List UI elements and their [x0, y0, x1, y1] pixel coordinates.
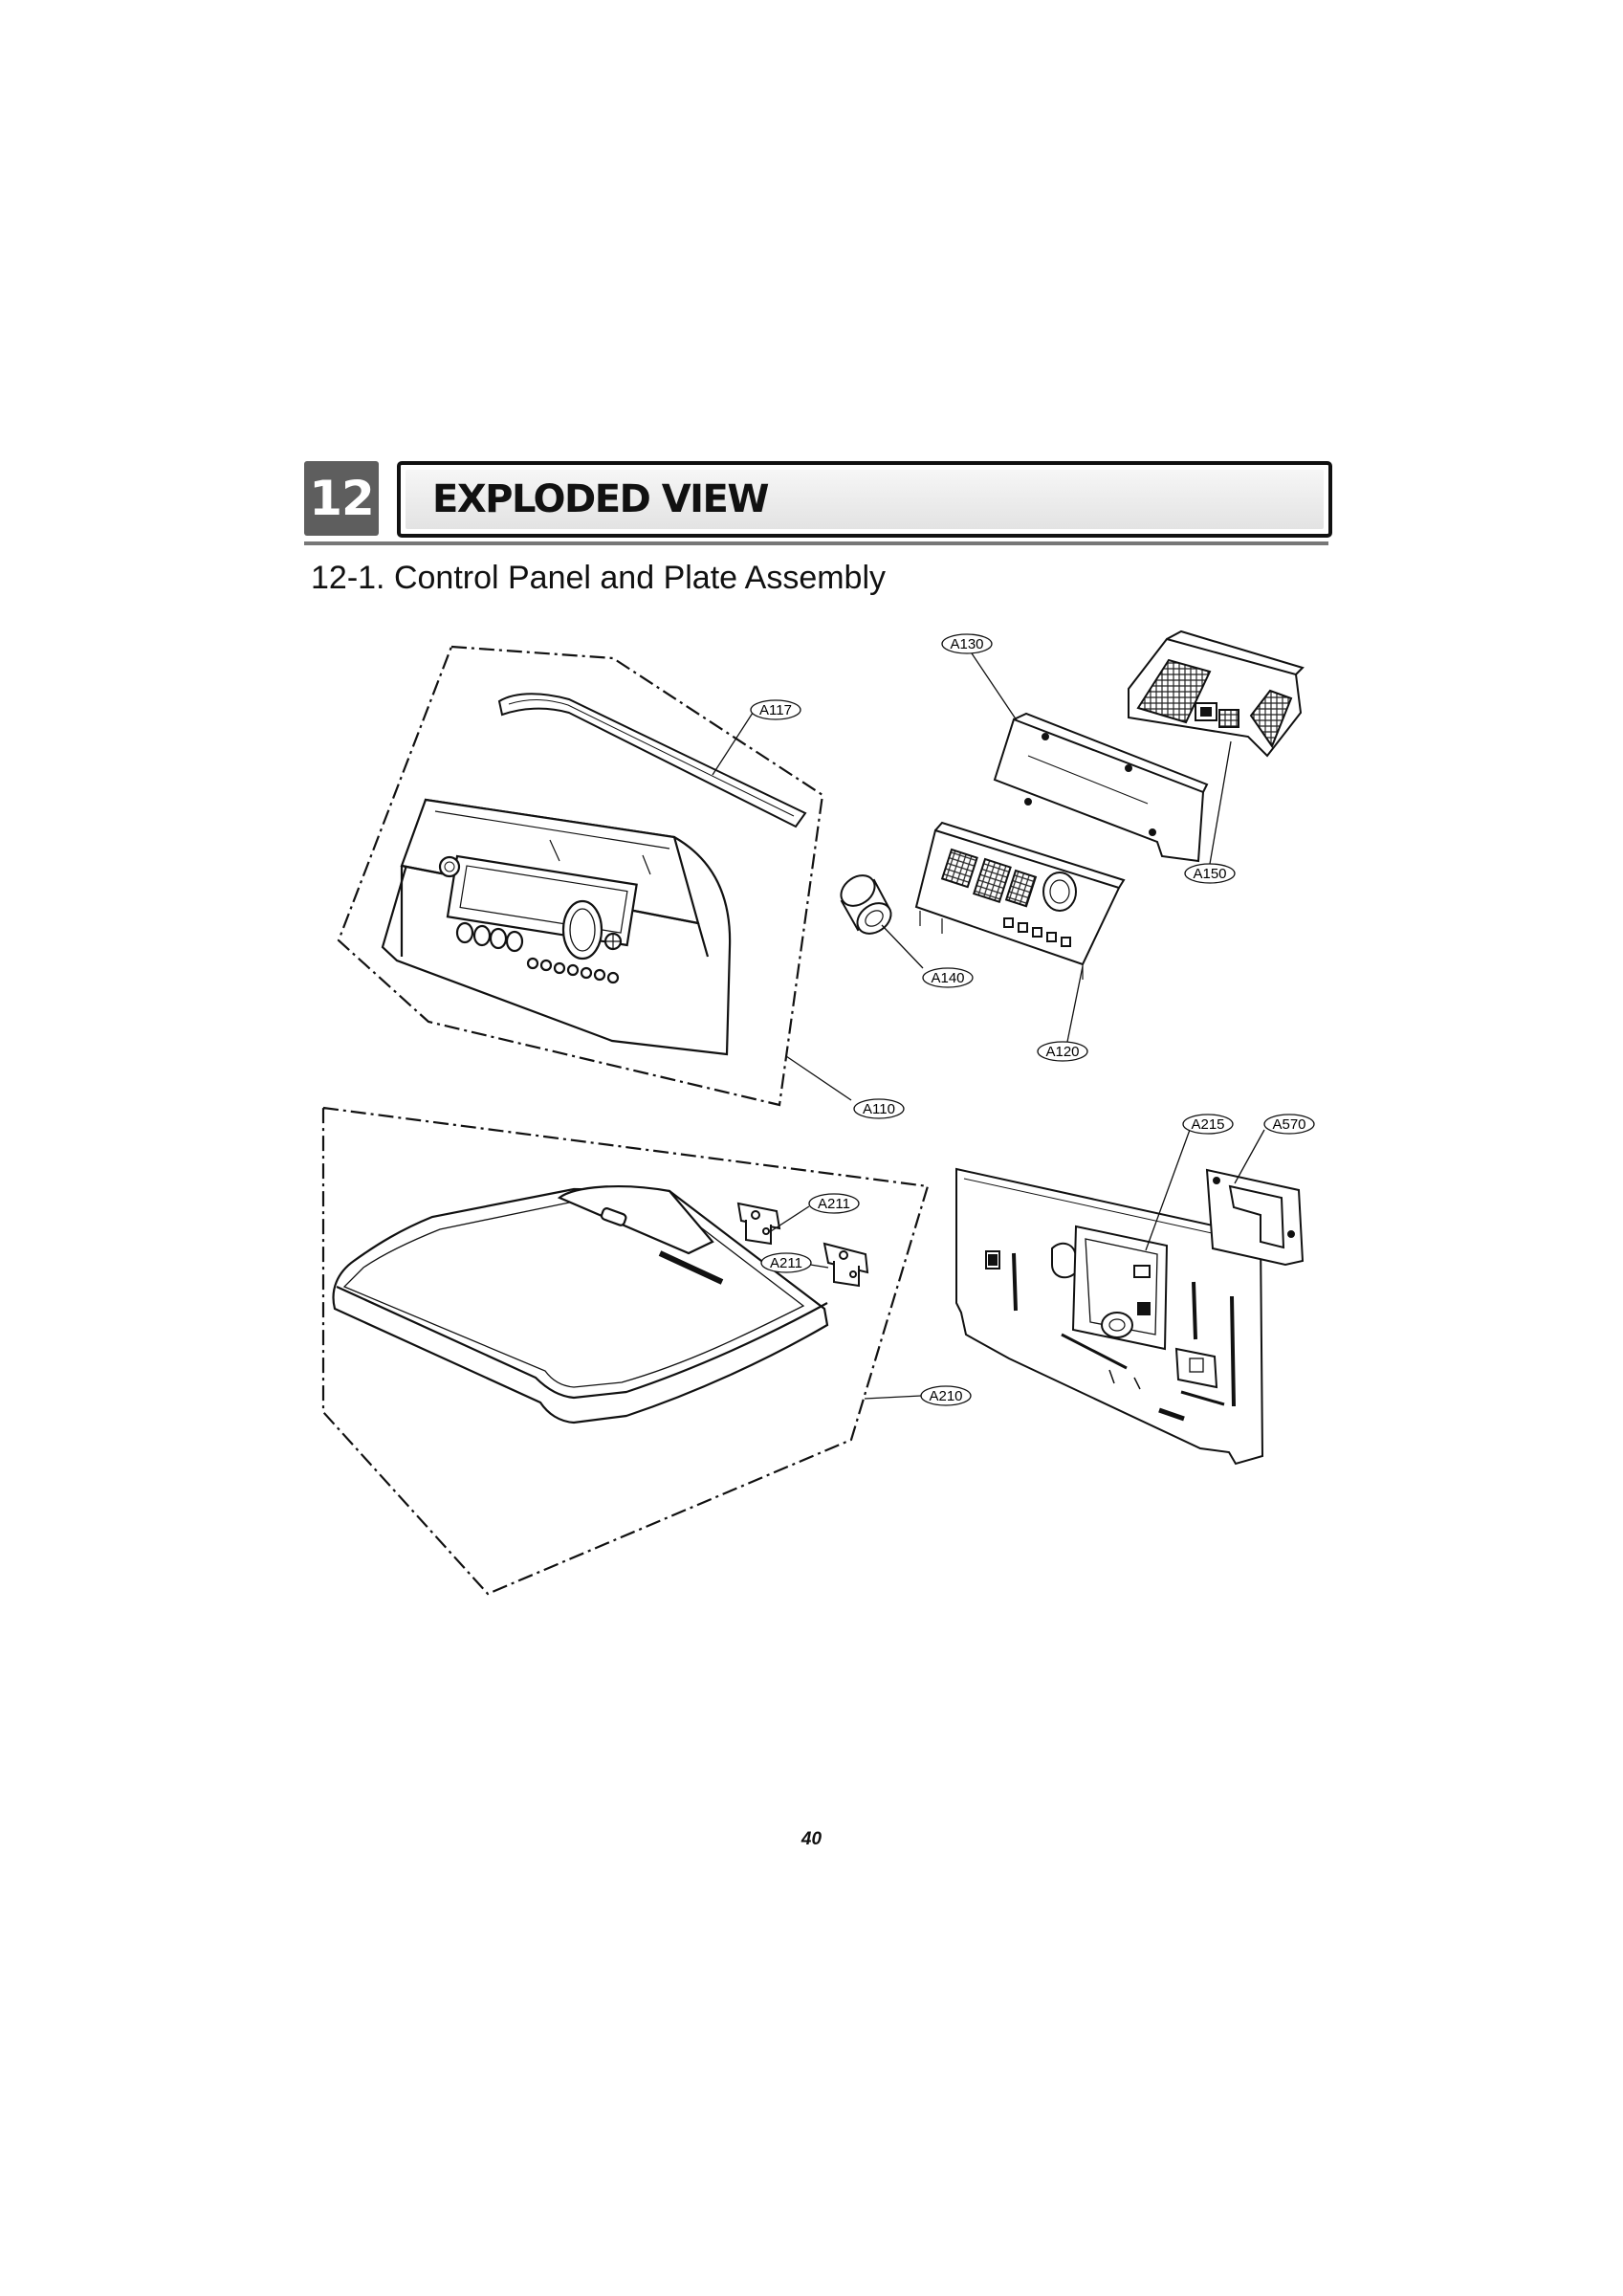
back-plate-part	[955, 1167, 1264, 1466]
header-rule	[304, 541, 1328, 545]
svg-text:A211: A211	[818, 1196, 850, 1212]
svg-text:A120: A120	[1045, 1044, 1079, 1060]
svg-text:A211: A211	[770, 1255, 802, 1271]
rear-cover-part	[1128, 629, 1305, 758]
part-label-a570: A570	[1263, 1114, 1315, 1135]
svg-text:A210: A210	[929, 1388, 962, 1404]
dial-knob-part	[840, 874, 892, 935]
trim-strip-part	[497, 693, 807, 828]
hinge-part-top	[736, 1202, 781, 1246]
leader-lines	[712, 652, 1265, 1400]
plate-group-boundary	[321, 1106, 930, 1596]
svg-text:A215: A215	[1191, 1116, 1224, 1133]
bracket-part	[1205, 1168, 1305, 1267]
control-panel-housing-part	[381, 798, 732, 1056]
page-number: 40	[801, 1829, 822, 1849]
part-label-a215: A215	[1182, 1114, 1234, 1135]
main-pcb-part	[914, 821, 1126, 980]
pcb-cover-part	[993, 712, 1209, 863]
part-label-a210: A210	[920, 1385, 972, 1406]
part-label-a120: A120	[1037, 1041, 1088, 1062]
part-label-a150: A150	[1184, 863, 1236, 884]
svg-text:A150: A150	[1193, 866, 1226, 882]
section-heading: 12-1. Control Panel and Plate Assembly	[311, 560, 887, 596]
part-label-a211-bottom: A211	[760, 1252, 812, 1273]
top-plate-part	[332, 1184, 829, 1424]
part-label-a117: A117	[750, 699, 801, 720]
part-label-a110: A110	[853, 1098, 905, 1119]
chapter-title: EXPLODED VIEW	[432, 477, 770, 521]
svg-text:A130: A130	[950, 636, 983, 652]
hinge-part-bottom	[822, 1242, 869, 1288]
chapter-title-box: EXPLODED VIEW	[397, 461, 1332, 538]
svg-text:A140: A140	[931, 970, 964, 986]
control-panel-group-boundary	[337, 645, 824, 1107]
chapter-number-box: 12	[304, 461, 379, 536]
svg-text:A110: A110	[863, 1101, 895, 1117]
part-label-a211-top: A211	[808, 1193, 860, 1214]
chapter-number: 12	[309, 471, 375, 526]
svg-text:A117: A117	[759, 702, 792, 718]
part-label-a130: A130	[941, 633, 993, 654]
svg-text:A570: A570	[1272, 1116, 1305, 1133]
part-label-a140: A140	[922, 967, 974, 988]
